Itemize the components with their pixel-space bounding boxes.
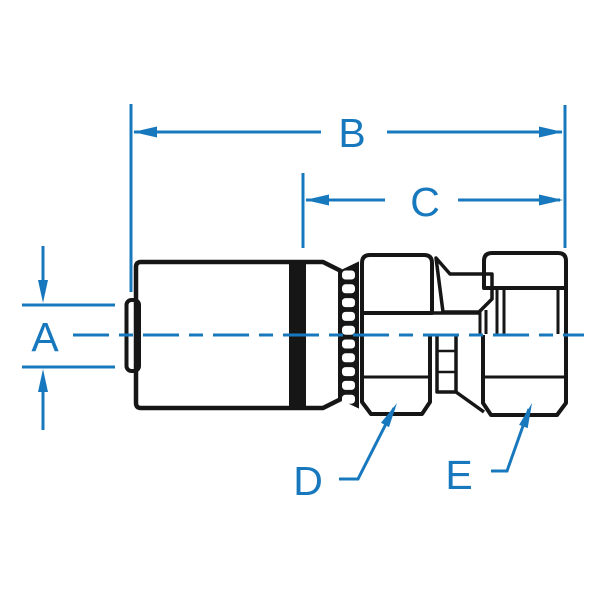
label-e: E bbox=[445, 452, 472, 498]
label-d: D bbox=[293, 458, 323, 504]
arrowhead-right bbox=[539, 194, 563, 206]
arrowhead-left bbox=[133, 126, 157, 138]
serration-slot bbox=[342, 339, 355, 349]
fitting-drawing bbox=[124, 251, 568, 417]
label-c: C bbox=[410, 179, 440, 225]
leader-line bbox=[339, 407, 396, 481]
wrench-hex-transition bbox=[454, 390, 486, 414]
arrowhead-left bbox=[305, 194, 329, 206]
dimension-a: A bbox=[22, 246, 115, 430]
hex-d-section-hatched bbox=[360, 253, 434, 315]
serration-slot bbox=[342, 284, 355, 294]
serration-slot bbox=[342, 380, 355, 390]
crimp-shell bbox=[133, 259, 343, 411]
serration-slot bbox=[342, 325, 355, 335]
callout-e: E bbox=[445, 403, 532, 498]
leader-line bbox=[491, 408, 531, 473]
label-b: B bbox=[338, 110, 365, 156]
arrowhead-down bbox=[38, 280, 48, 303]
serration-slot bbox=[342, 298, 355, 308]
serration-slot bbox=[342, 270, 355, 280]
dimension-c: C bbox=[301, 173, 563, 248]
leader-arrowhead bbox=[519, 403, 532, 429]
hex-d-profile bbox=[360, 313, 432, 416]
bore-lines bbox=[478, 289, 560, 334]
arrowhead-right bbox=[539, 126, 563, 138]
serration-slot bbox=[342, 311, 355, 321]
arrowhead-up bbox=[38, 369, 48, 392]
nut-e-profile bbox=[481, 288, 568, 417]
serration-slot bbox=[342, 394, 355, 404]
dimension-b: B bbox=[129, 104, 567, 292]
wrench-hex-profile bbox=[435, 335, 458, 394]
leader-arrowhead bbox=[381, 403, 397, 428]
serration-slots bbox=[342, 270, 355, 404]
serration-slot bbox=[342, 367, 355, 377]
label-a: A bbox=[31, 314, 59, 360]
nut-e-section-hatched bbox=[482, 251, 568, 290]
callout-d: D bbox=[293, 403, 397, 504]
serration-slot bbox=[342, 353, 355, 363]
